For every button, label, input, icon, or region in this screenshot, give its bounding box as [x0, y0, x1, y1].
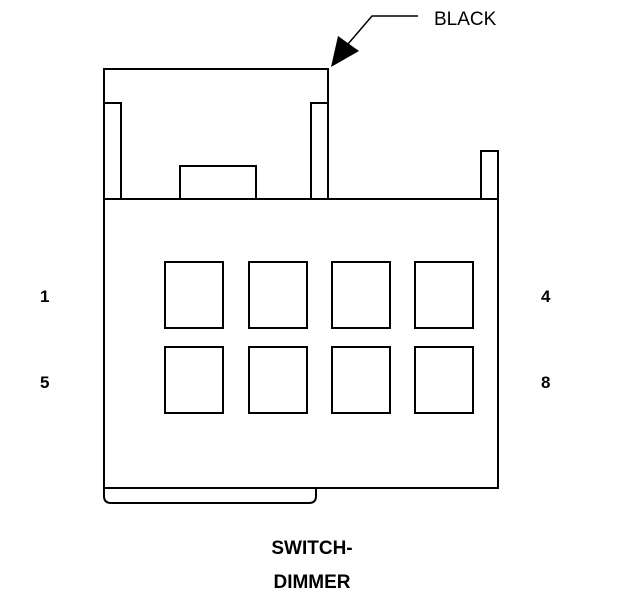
left-latch-post [103, 102, 122, 200]
connector-title-line-2: DIMMER [273, 572, 351, 593]
cavity-3 [331, 261, 391, 329]
cavity-6 [248, 346, 308, 414]
callout-arrowhead [331, 36, 359, 67]
connector-body [103, 198, 499, 489]
callout-leader [347, 15, 418, 45]
connector-title-line-1: SWITCH- [271, 538, 353, 559]
right-latch-post [310, 102, 329, 200]
cavity-1 [164, 261, 224, 329]
cavity-8 [414, 346, 474, 414]
cavity-7 [331, 346, 391, 414]
bottom-lip [103, 488, 317, 504]
pin-label-5: 5 [40, 373, 50, 392]
polarizing-tab [480, 150, 499, 200]
cavity-4 [414, 261, 474, 329]
cavity-5 [164, 346, 224, 414]
cavity-2 [248, 261, 308, 329]
pin-label-1: 1 [40, 287, 50, 306]
latch-housing [103, 68, 329, 200]
color-callout-label: BLACK [434, 9, 497, 30]
center-key-tab [179, 165, 257, 200]
pin-label-4: 4 [541, 287, 551, 306]
pin-label-8: 8 [541, 373, 551, 392]
